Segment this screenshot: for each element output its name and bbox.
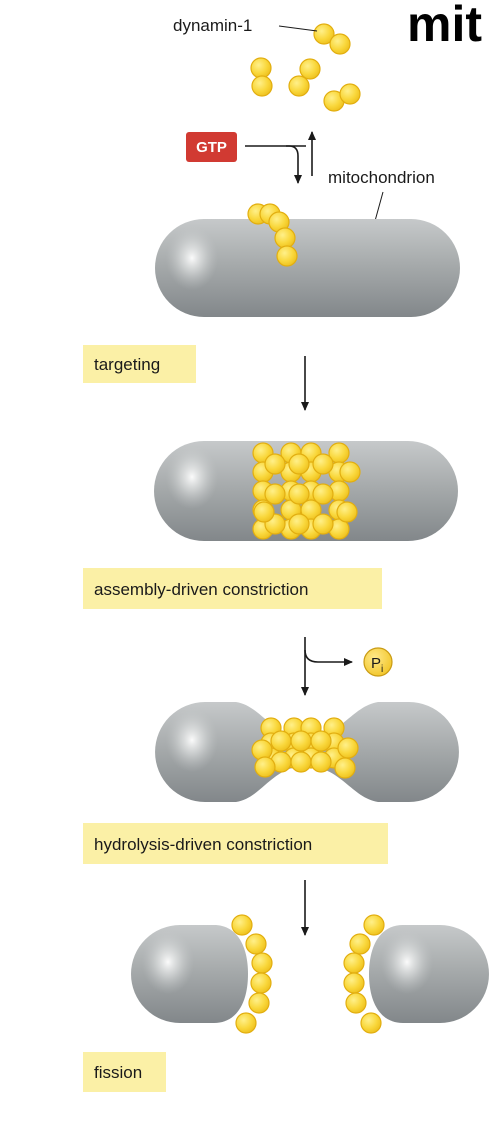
title-fragment: mit [407, 0, 482, 52]
free-dynamin-pool [250, 23, 361, 112]
dynamin-subunit [253, 501, 275, 523]
phosphate-letter: P [371, 655, 381, 672]
dynamin-helix-assembly [252, 442, 361, 540]
mitochondrion-highlight [142, 930, 194, 994]
dynamin-subunit [343, 952, 365, 974]
dynamin-subunit [290, 751, 312, 773]
stage-label-text: fission [94, 1063, 142, 1082]
dynamin-subunit [235, 1012, 257, 1034]
dynamin-subunit [312, 513, 334, 535]
stage-label-targeting: targeting [83, 345, 196, 383]
stage-label-text: targeting [94, 355, 160, 374]
stage-label-text: hydrolysis-driven constriction [94, 835, 312, 854]
pi-release-arrow [304, 649, 353, 666]
mitochondrion-body [155, 219, 460, 317]
dynamin-subunit [231, 914, 253, 936]
gtp-badge: GTP [186, 132, 237, 162]
dynamin-subunit [264, 453, 286, 475]
dynamin-subunit [270, 730, 292, 752]
dynamin-subunit [288, 75, 310, 97]
daughter-mitochondrion-right [369, 925, 489, 1023]
stage-label-text: assembly-driven constriction [94, 580, 308, 599]
gtp-binding-arrow [245, 145, 302, 184]
dynamin-subunit [360, 1012, 382, 1034]
dynamin-subunit [290, 730, 312, 752]
dynamin-subunit [251, 952, 273, 974]
dynamin-subunit [310, 751, 332, 773]
dynamin-helix-constricted [251, 717, 359, 779]
dynamin-subunit [288, 453, 310, 475]
dynamin-subunit [288, 483, 310, 505]
dynamin-subunit [250, 972, 272, 994]
dynamin-subunit [343, 972, 365, 994]
dynamin-subunit [276, 245, 298, 267]
stage-label-box [83, 568, 382, 609]
stage-label-fission: fission [83, 1052, 166, 1092]
dynamin-subunit [288, 513, 310, 535]
targeted-dynamin-ring [247, 203, 298, 267]
stage-label-assembly: assembly-driven constriction [83, 568, 382, 609]
dynamin-subunit [329, 33, 351, 55]
dynamin-subunit [337, 737, 359, 759]
dynamin-subunit [363, 914, 385, 936]
dynamin-subunit [313, 23, 335, 45]
phosphate-circle [363, 647, 393, 677]
dynamin-subunit [250, 57, 272, 79]
daughter-mitochondrion-left [131, 925, 248, 1023]
mitochondrion-highlight [166, 708, 218, 772]
mitochondrion-highlight [166, 445, 218, 509]
dynamin-subunit [251, 75, 273, 97]
phosphate-icon: Pi [363, 647, 393, 677]
dynamin-subunit [245, 933, 267, 955]
mitochondrion-leader-line [374, 191, 384, 222]
mitochondrion-highlight [166, 226, 218, 290]
dynamin-subunit [274, 227, 296, 249]
svg-text:Pi: Pi [371, 655, 383, 675]
dynamin-subunit [336, 501, 358, 523]
released-dynamin [231, 914, 385, 1034]
dynamin-subunit [248, 992, 270, 1014]
stage-label-hydrolysis: hydrolysis-driven constriction [83, 823, 388, 864]
dynamin-subunit [334, 757, 356, 779]
dynamin-subunit [345, 992, 367, 1014]
dynamin-subunit [339, 83, 361, 105]
dynamin-subunit [339, 461, 361, 483]
phosphate-subscript: i [381, 664, 383, 675]
dynamin-subunit [349, 933, 371, 955]
dynamin-label: dynamin-1 [173, 16, 252, 35]
stage-label-box [83, 1052, 166, 1092]
gtp-label: GTP [196, 139, 227, 156]
mitochondrion-highlight [381, 930, 433, 994]
stage-label-box [83, 823, 388, 864]
dynamin-subunit [264, 483, 286, 505]
dynamin-subunit [310, 730, 332, 752]
mitochondrion-label: mitochondrion [328, 168, 435, 187]
dynamin-subunit [299, 58, 321, 80]
gtp-badge-box [186, 132, 237, 162]
dynamin-subunit [254, 756, 276, 778]
dynamin-leader-line [278, 25, 318, 32]
dynamin-subunit [312, 453, 334, 475]
mitochondrion-intact [155, 219, 460, 317]
stage-label-box [83, 345, 196, 383]
dynamin-subunit [312, 483, 334, 505]
